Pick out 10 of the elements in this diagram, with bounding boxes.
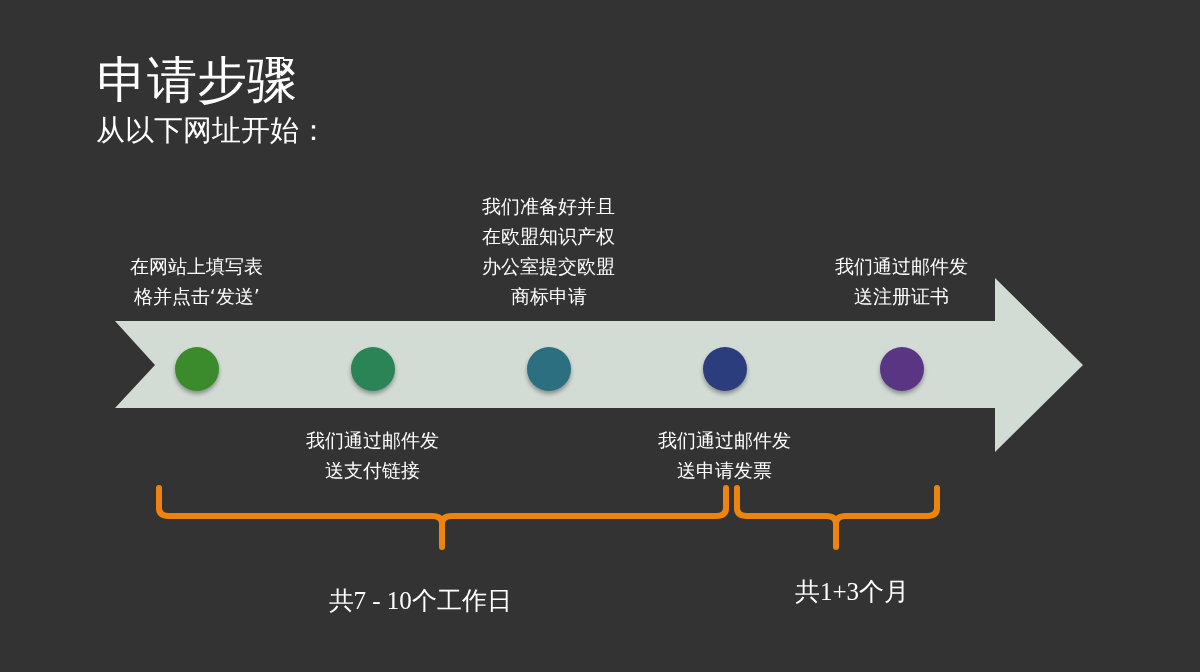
duration-label: 共1+3个月 [795, 577, 910, 607]
step-caption: 我们通过邮件发送支付链接 [305, 428, 441, 483]
step-caption: 我们通过邮件发送申请发票 [657, 428, 793, 483]
page-title: 申请步骤 [97, 52, 297, 108]
step-caption: 我们通过邮件发送注册证书 [834, 254, 970, 309]
duration-label: 共7 - 10个工作日 [328, 586, 512, 616]
step-caption: 我们准备好并且在欧盟知识产权办公室提交欧盟商标申请 [481, 194, 617, 309]
step-caption: 在网站上填写表格并点击‘发送’ [129, 254, 265, 309]
timeline-arrow [115, 278, 1083, 452]
subtitle: 从以下网址开始： [96, 112, 328, 148]
